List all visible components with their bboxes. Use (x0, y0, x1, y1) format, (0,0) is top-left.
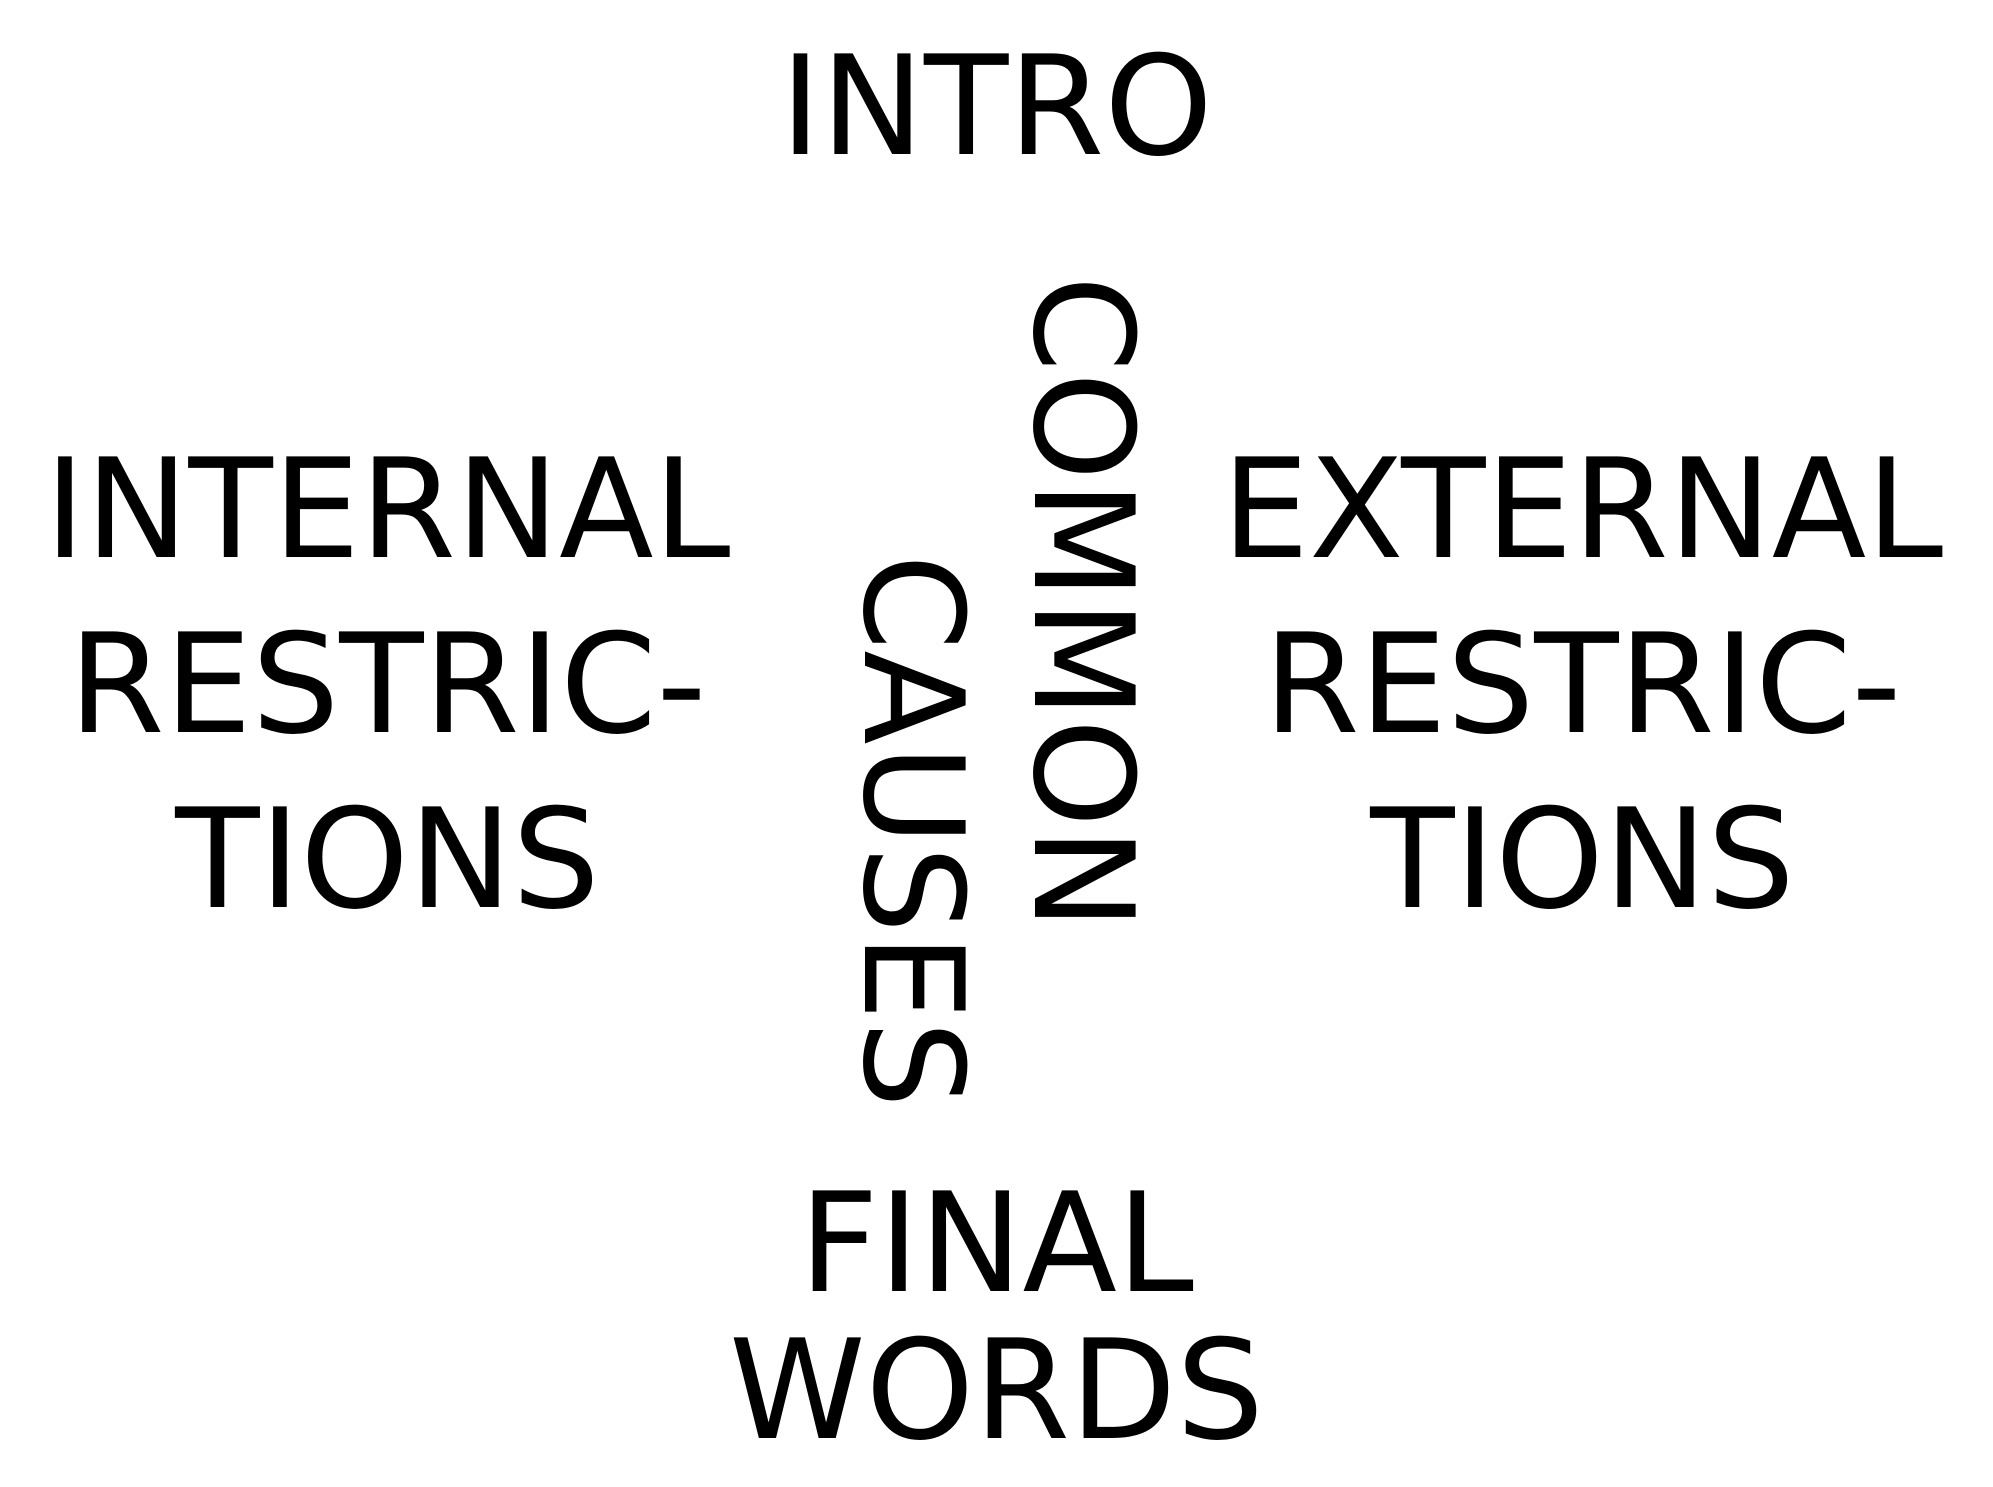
internal-line-1: INTERNAL (44, 429, 731, 590)
intro-text: INTRO (780, 26, 1213, 187)
internal-line-2: RESTRIC- (68, 604, 707, 765)
common-label: COMMON (1002, 275, 1163, 931)
intro-label: INTRO (0, 38, 1993, 176)
final-line-2: WORDS (729, 1310, 1264, 1471)
external-line-1: EXTERNAL (1221, 429, 1944, 590)
internal-restrictions-label: INTERNAL RESTRIC- TIONS (20, 422, 755, 947)
causes-label: CAUSES (832, 553, 993, 1109)
external-line-2: RESTRIC- (1263, 604, 1902, 765)
internal-line-3: TIONS (175, 779, 600, 940)
external-line-3: TIONS (1370, 779, 1795, 940)
external-restrictions-label: EXTERNAL RESTRIC- TIONS (1215, 422, 1950, 947)
final-words-label: FINAL WORDS (0, 1170, 1993, 1464)
final-line-1: FINAL (799, 1163, 1194, 1324)
